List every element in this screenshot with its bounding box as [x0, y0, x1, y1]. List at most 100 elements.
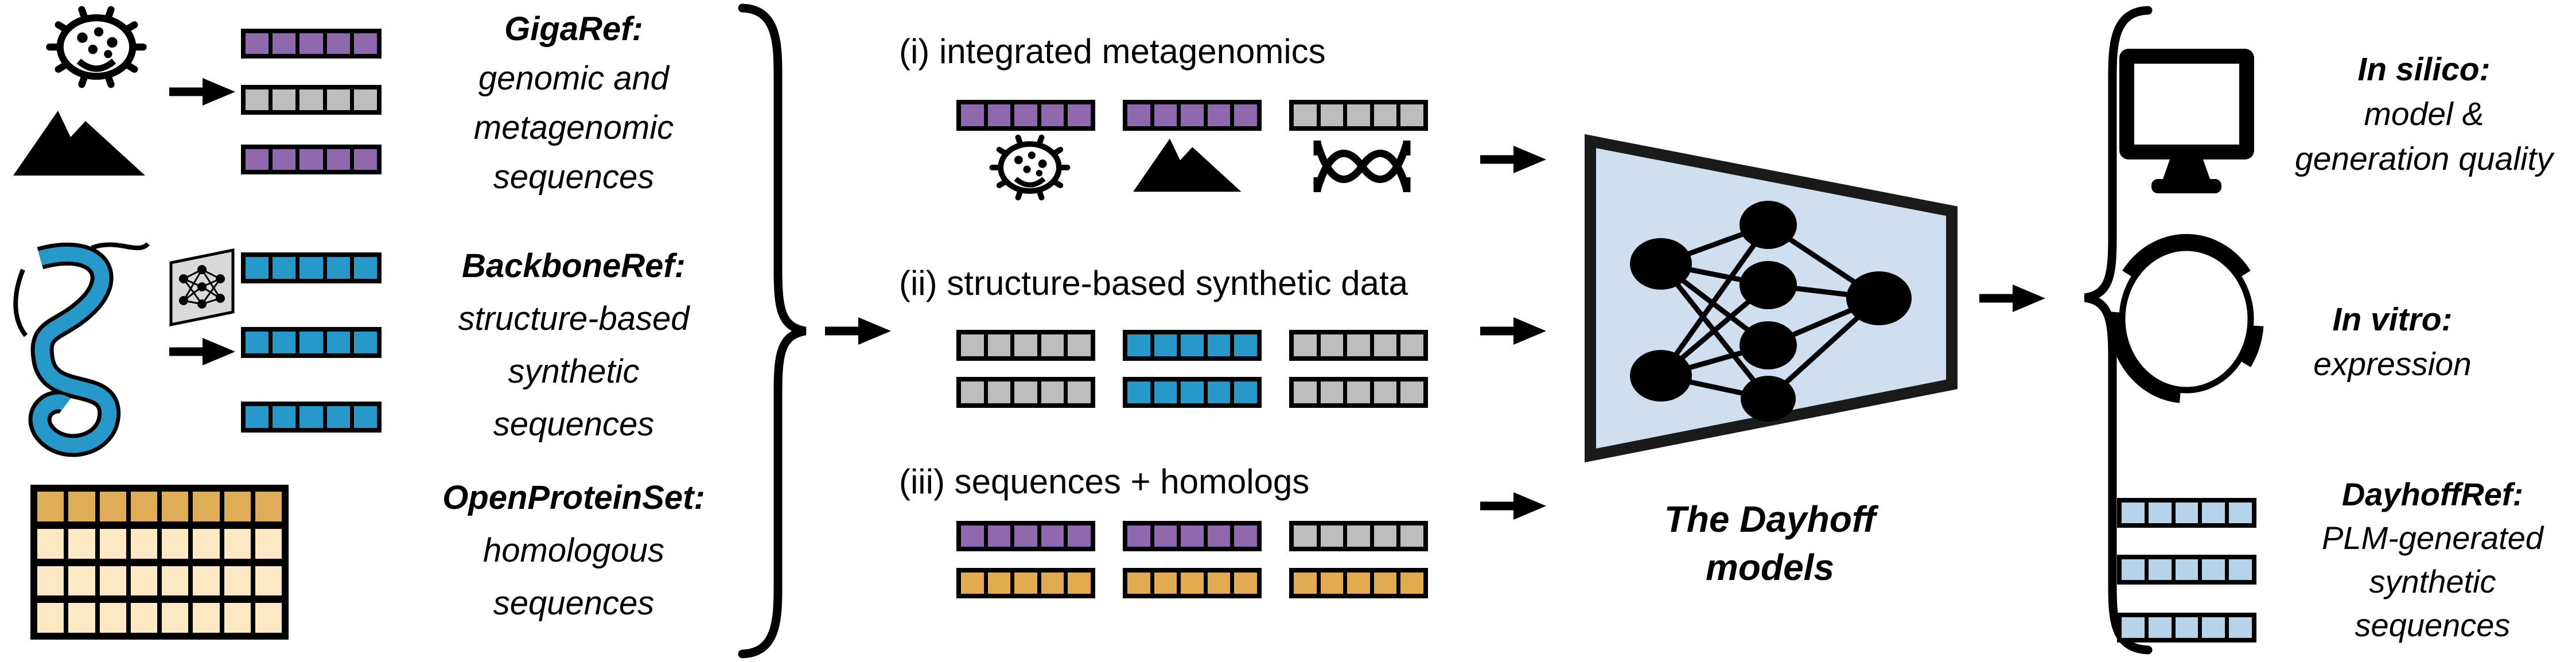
in-vitro-label: In vitro: expression — [2313, 297, 2472, 387]
msa-cell — [130, 528, 157, 559]
mountain-icon — [13, 111, 145, 176]
monitor-icon — [2119, 49, 2254, 193]
sequence-cell — [353, 33, 378, 54]
sequence-cell — [2202, 503, 2225, 523]
dayhoffref-title: DayhoffRef: — [2341, 476, 2524, 512]
msa-cell — [37, 492, 64, 521]
sequence-cell — [1373, 104, 1397, 126]
left-brace — [738, 3, 807, 659]
dayhoffref-desc-line: PLM-generated — [2321, 520, 2544, 556]
sequence-cell — [987, 525, 1011, 547]
sequence-cell — [246, 33, 269, 54]
dna-icon — [1317, 141, 1407, 192]
sequence-cell — [1234, 525, 1257, 547]
sequence-cell — [1294, 334, 1317, 356]
gigaref-desc-line: genomic and — [478, 60, 670, 97]
sequence-cell — [1207, 525, 1231, 547]
in-silico-desc-line: generation quality — [2295, 141, 2553, 177]
brace-to-recipes-arrow — [825, 317, 891, 345]
sequence-cell — [1014, 381, 1037, 403]
backboneref-label: BackboneRef: structure-based synthetic s… — [458, 240, 690, 451]
sequence-cell — [1373, 334, 1397, 356]
sequence-cell — [2175, 503, 2198, 523]
microbe-icon — [49, 10, 143, 85]
sequence-cell — [1154, 381, 1177, 403]
sequence-cell — [961, 104, 984, 126]
sequence-cell — [1400, 573, 1423, 594]
backboneref-desc-line: synthetic — [508, 353, 640, 390]
msa-cell — [162, 603, 189, 633]
msa-cell — [193, 528, 220, 559]
model-label: The Dayhoff models — [1664, 495, 1876, 591]
sequence-cell — [326, 149, 350, 170]
sequence-cell — [961, 573, 984, 594]
sequence-cell — [1041, 334, 1064, 356]
recipe-ii-arrow — [1480, 317, 1546, 345]
microbe-icon-small — [992, 138, 1067, 198]
sequence-cell — [1127, 334, 1150, 356]
sequence-cell — [326, 332, 350, 353]
backboneref-desc-line: sequences — [493, 406, 655, 443]
sequence-cell — [273, 257, 296, 279]
sequence-cell — [246, 332, 269, 353]
msa-cell — [130, 566, 157, 596]
msa-cell — [37, 603, 64, 633]
sequence-bar-purple — [1123, 100, 1262, 131]
msa-cell — [99, 603, 126, 633]
sequence-cell — [1014, 104, 1037, 126]
sequence-cell — [1014, 525, 1037, 547]
sequence-cell — [1127, 104, 1150, 126]
sequence-cell — [987, 104, 1011, 126]
sequence-cell — [1041, 573, 1064, 594]
model-title-line: models — [1705, 547, 1835, 588]
sequence-cell — [1068, 334, 1091, 356]
openproteinset-desc-line: homologous — [482, 532, 664, 569]
msa-cell — [255, 566, 282, 596]
msa-cell — [37, 528, 64, 559]
sequence-cell — [299, 332, 323, 353]
sequence-cell — [299, 33, 323, 54]
sequence-bar-purple — [241, 29, 382, 59]
sequence-cell — [326, 257, 350, 279]
in-vitro-desc-line: expression — [2313, 346, 2472, 383]
sequence-cell — [987, 573, 1011, 594]
sequence-cell — [1234, 573, 1257, 594]
msa-cell — [37, 566, 64, 596]
sequence-cell — [1294, 573, 1317, 594]
sequence-cell — [1400, 334, 1423, 356]
msa-cell — [255, 603, 282, 633]
sequence-cell — [1347, 573, 1370, 594]
msa-cell — [162, 492, 189, 521]
sequence-cell — [1068, 104, 1091, 126]
sequence-cell — [1207, 381, 1231, 403]
msa-grid — [30, 485, 289, 640]
sequence-cell — [2148, 503, 2172, 523]
sequence-cell — [2122, 503, 2145, 523]
sequence-cell — [273, 332, 296, 353]
sequence-bar-gray — [1289, 377, 1428, 408]
in-silico-label: In silico: model & generation quality — [2295, 47, 2553, 181]
sequence-cell — [299, 257, 323, 279]
sequence-cell — [246, 89, 269, 110]
sequence-cell — [1320, 573, 1344, 594]
sequence-cell — [961, 525, 984, 547]
sequence-cell — [326, 33, 350, 54]
sequence-cell — [246, 257, 269, 279]
sequence-cell — [2229, 503, 2252, 523]
sequence-cell — [987, 334, 1011, 356]
sequence-bar-blue — [241, 402, 382, 433]
sequence-cell — [1207, 573, 1231, 594]
dayhoffref-desc-line: sequences — [2355, 607, 2511, 643]
sequence-cell — [1041, 381, 1064, 403]
sequence-bar-blue — [241, 327, 382, 358]
sequence-cell — [1154, 104, 1177, 126]
msa-cell — [255, 528, 282, 559]
sequence-cell — [2122, 559, 2145, 580]
msa-cell — [193, 492, 220, 521]
sequence-cell — [961, 334, 984, 356]
sequence-cell — [246, 406, 269, 428]
in-silico-desc-line: model & — [2364, 96, 2484, 133]
backboneref-title: BackboneRef: — [462, 247, 686, 285]
sequence-cell — [299, 89, 323, 110]
